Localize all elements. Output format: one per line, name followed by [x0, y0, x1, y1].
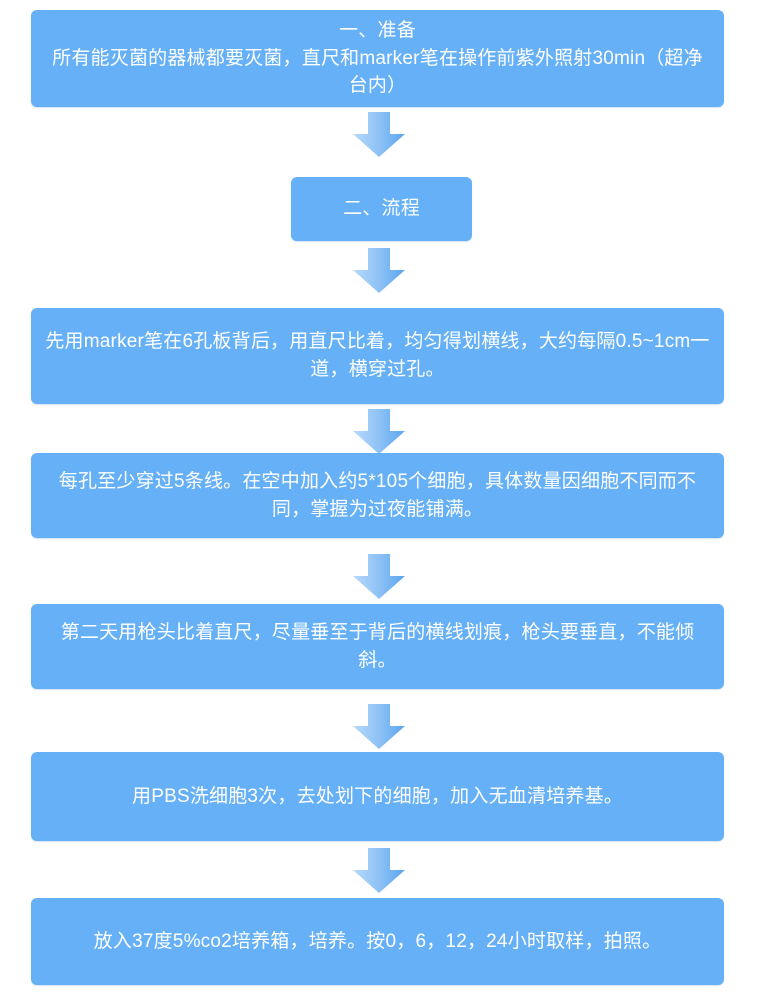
- arrow-down-icon-4: [352, 554, 406, 600]
- flow-node-preparation[interactable]: 一、准备 所有能灭菌的器械都要灭菌，直尺和marker笔在操作前紫外照射30mi…: [31, 10, 724, 107]
- flow-node-wash-label: 用PBS洗细胞3次，去处划下的细胞，加入无血清培养基。: [132, 785, 623, 807]
- flow-node-scratch[interactable]: 第二天用枪头比着直尺，尽量垂至于背后的横线划痕，枪头要垂直，不能倾斜。: [31, 604, 724, 689]
- arrow-down-icon-5: [352, 704, 406, 750]
- arrow-down-icon-2: [352, 248, 406, 294]
- flow-node-incubate[interactable]: 放入37度5%co2培养箱，培养。按0，6，12，24小时取样，拍照。: [31, 898, 724, 985]
- flow-node-preparation-label: 一、准备 所有能灭菌的器械都要灭菌，直尺和marker笔在操作前紫外照射30mi…: [52, 20, 703, 97]
- arrow-down-icon-3: [352, 409, 406, 455]
- flow-node-procedure-heading[interactable]: 二、流程: [291, 177, 472, 241]
- flow-node-wash[interactable]: 用PBS洗细胞3次，去处划下的细胞，加入无血清培养基。: [31, 752, 724, 841]
- arrow-down-icon-6: [352, 848, 406, 894]
- flow-node-scratch-label: 第二天用枪头比着直尺，尽量垂至于背后的横线划痕，枪头要垂直，不能倾斜。: [60, 621, 695, 671]
- flow-node-seed-cells-label: 每孔至少穿过5条线。在空中加入约5*105个细胞，具体数量因细胞不同而不同，掌握…: [58, 470, 697, 520]
- flow-node-draw-lines-label: 先用marker笔在6孔板背后，用直尺比着，均匀得划横线，大约每隔0.5~1cm…: [45, 331, 710, 380]
- flow-node-draw-lines[interactable]: 先用marker笔在6孔板背后，用直尺比着，均匀得划横线，大约每隔0.5~1cm…: [31, 308, 724, 404]
- flow-node-incubate-label: 放入37度5%co2培养箱，培养。按0，6，12，24小时取样，拍照。: [93, 930, 662, 952]
- flow-node-seed-cells[interactable]: 每孔至少穿过5条线。在空中加入约5*105个细胞，具体数量因细胞不同而不同，掌握…: [31, 453, 724, 538]
- flow-node-procedure-heading-label: 二、流程: [343, 198, 420, 220]
- arrow-down-icon-1: [352, 112, 406, 158]
